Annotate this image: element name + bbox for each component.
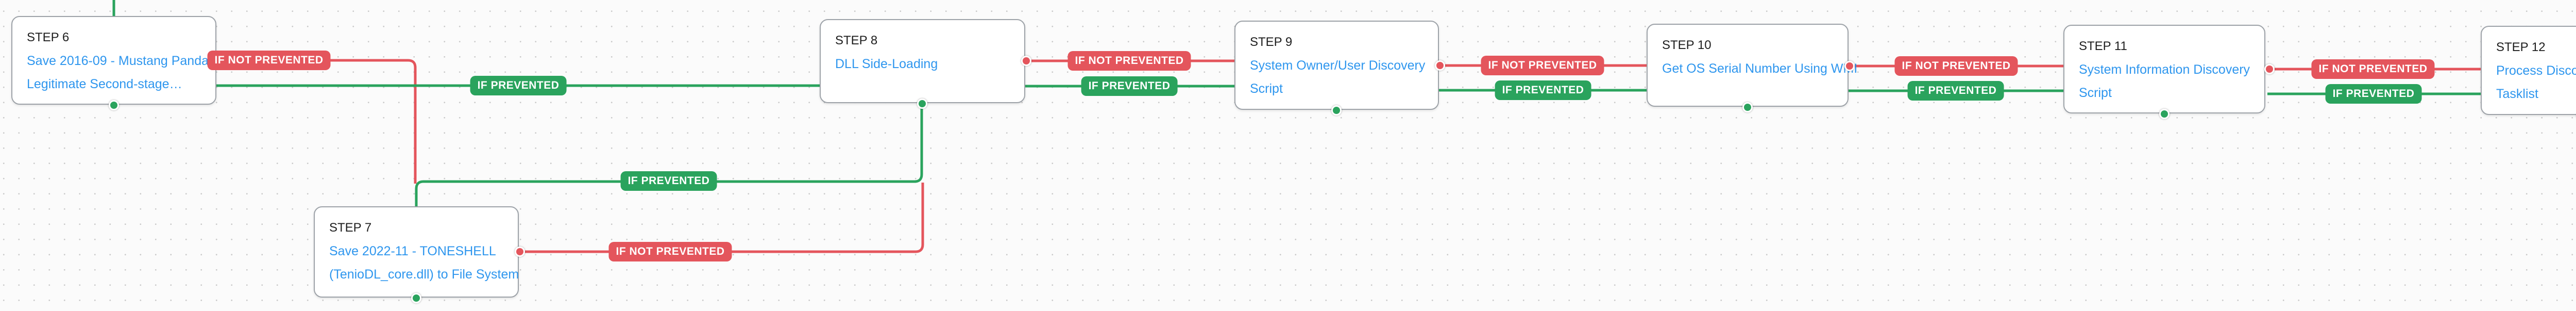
step-link-line[interactable]: Tasklist [2496,87,2538,101]
step-link-line[interactable]: Script [1250,81,1283,96]
red-port-dot[interactable] [1844,61,1855,71]
green-port-dot[interactable] [109,100,119,110]
green-port-dot[interactable] [1742,102,1753,112]
step-node-7[interactable]: STEP 7 Save 2022-11 - TONESHELL (TenioDL_c… [314,206,519,298]
step-title: STEP 9 [1250,35,1293,49]
if-prevented-badge: IF PREVENTED [1081,76,1178,96]
if-prevented-badge: IF PREVENTED [1907,81,2004,101]
green-port-dot[interactable] [1331,105,1342,116]
step-link-text: Get OS Serial Number Using WMI [1662,57,1858,80]
step-link-line[interactable]: Save 2022-11 - TONESHELL [329,244,496,258]
if-not-prevented-badge: IF NOT PREVENTED [1894,56,2018,76]
step-link-line[interactable]: Legitimate Second-stage… [27,77,182,91]
step-node-10[interactable]: STEP 10 Get OS Serial Number Using WMI [1647,24,1858,107]
if-not-prevented-badge: IF NOT PREVENTED [1067,51,1191,71]
step-link-line[interactable]: System Information Discovery [2079,62,2250,77]
step-link-line[interactable]: Save 2016-09 - Mustang Panda's [27,54,218,68]
green-port-dot[interactable] [2159,109,2170,119]
if-not-prevented-badge: IF NOT PREVENTED [1481,56,1604,75]
if-not-prevented-badge: IF NOT PREVENTED [2311,59,2435,79]
step-link-text: Save 2022-11 - TONESHELL (TenioDL_core.dl… [329,240,519,286]
red-port-dot[interactable] [515,247,525,257]
step-title: STEP 11 [2079,39,2127,53]
red-port-dot[interactable] [1435,60,1445,71]
edge-step6-to-step7-if-not-prevented [216,59,417,184]
step-link-line[interactable]: DLL Side-Loading [835,57,938,71]
if-prevented-badge: IF PREVENTED [2325,84,2422,104]
step-title: STEP 10 [1662,38,1711,52]
step-node-8[interactable]: STEP 8 DLL Side-Loading [820,19,1025,103]
green-port-dot[interactable] [411,293,421,303]
edge-step7-to-step8-if-prevented [415,105,923,207]
red-port-dot[interactable] [1021,56,1031,66]
edge-step7-to-step8-if-not-prevented [520,183,924,253]
step-title: STEP 8 [835,34,878,47]
if-prevented-badge: IF PREVENTED [1495,80,1591,100]
step-title: STEP 6 [27,30,70,44]
step-node-12[interactable]: STEP 12 Process Discovery ThroughTasklist [2481,26,2576,115]
step-link-line[interactable]: System Owner/User Discovery [1250,58,1426,73]
if-prevented-badge: IF PREVENTED [470,76,567,95]
step-link-text: Process Discovery ThroughTasklist [2496,59,2576,106]
step-title: STEP 12 [2496,40,2546,54]
if-prevented-badge: IF PREVENTED [620,171,717,191]
step-link-line[interactable]: Script [2079,86,2112,100]
step-title: STEP 7 [329,221,372,235]
step-link-line[interactable]: Get OS Serial Number Using WMI [1662,61,1858,76]
step-link-text: DLL Side-Loading [835,53,1024,76]
step-link-line[interactable]: (TenioDL_core.dll) to File System [329,267,519,282]
step-link-line[interactable]: Process Discovery Through [2496,63,2576,78]
red-port-dot[interactable] [2264,64,2275,74]
if-not-prevented-badge: IF NOT PREVENTED [207,51,331,70]
if-not-prevented-badge: IF NOT PREVENTED [608,242,732,261]
green-port-dot[interactable] [917,99,927,109]
